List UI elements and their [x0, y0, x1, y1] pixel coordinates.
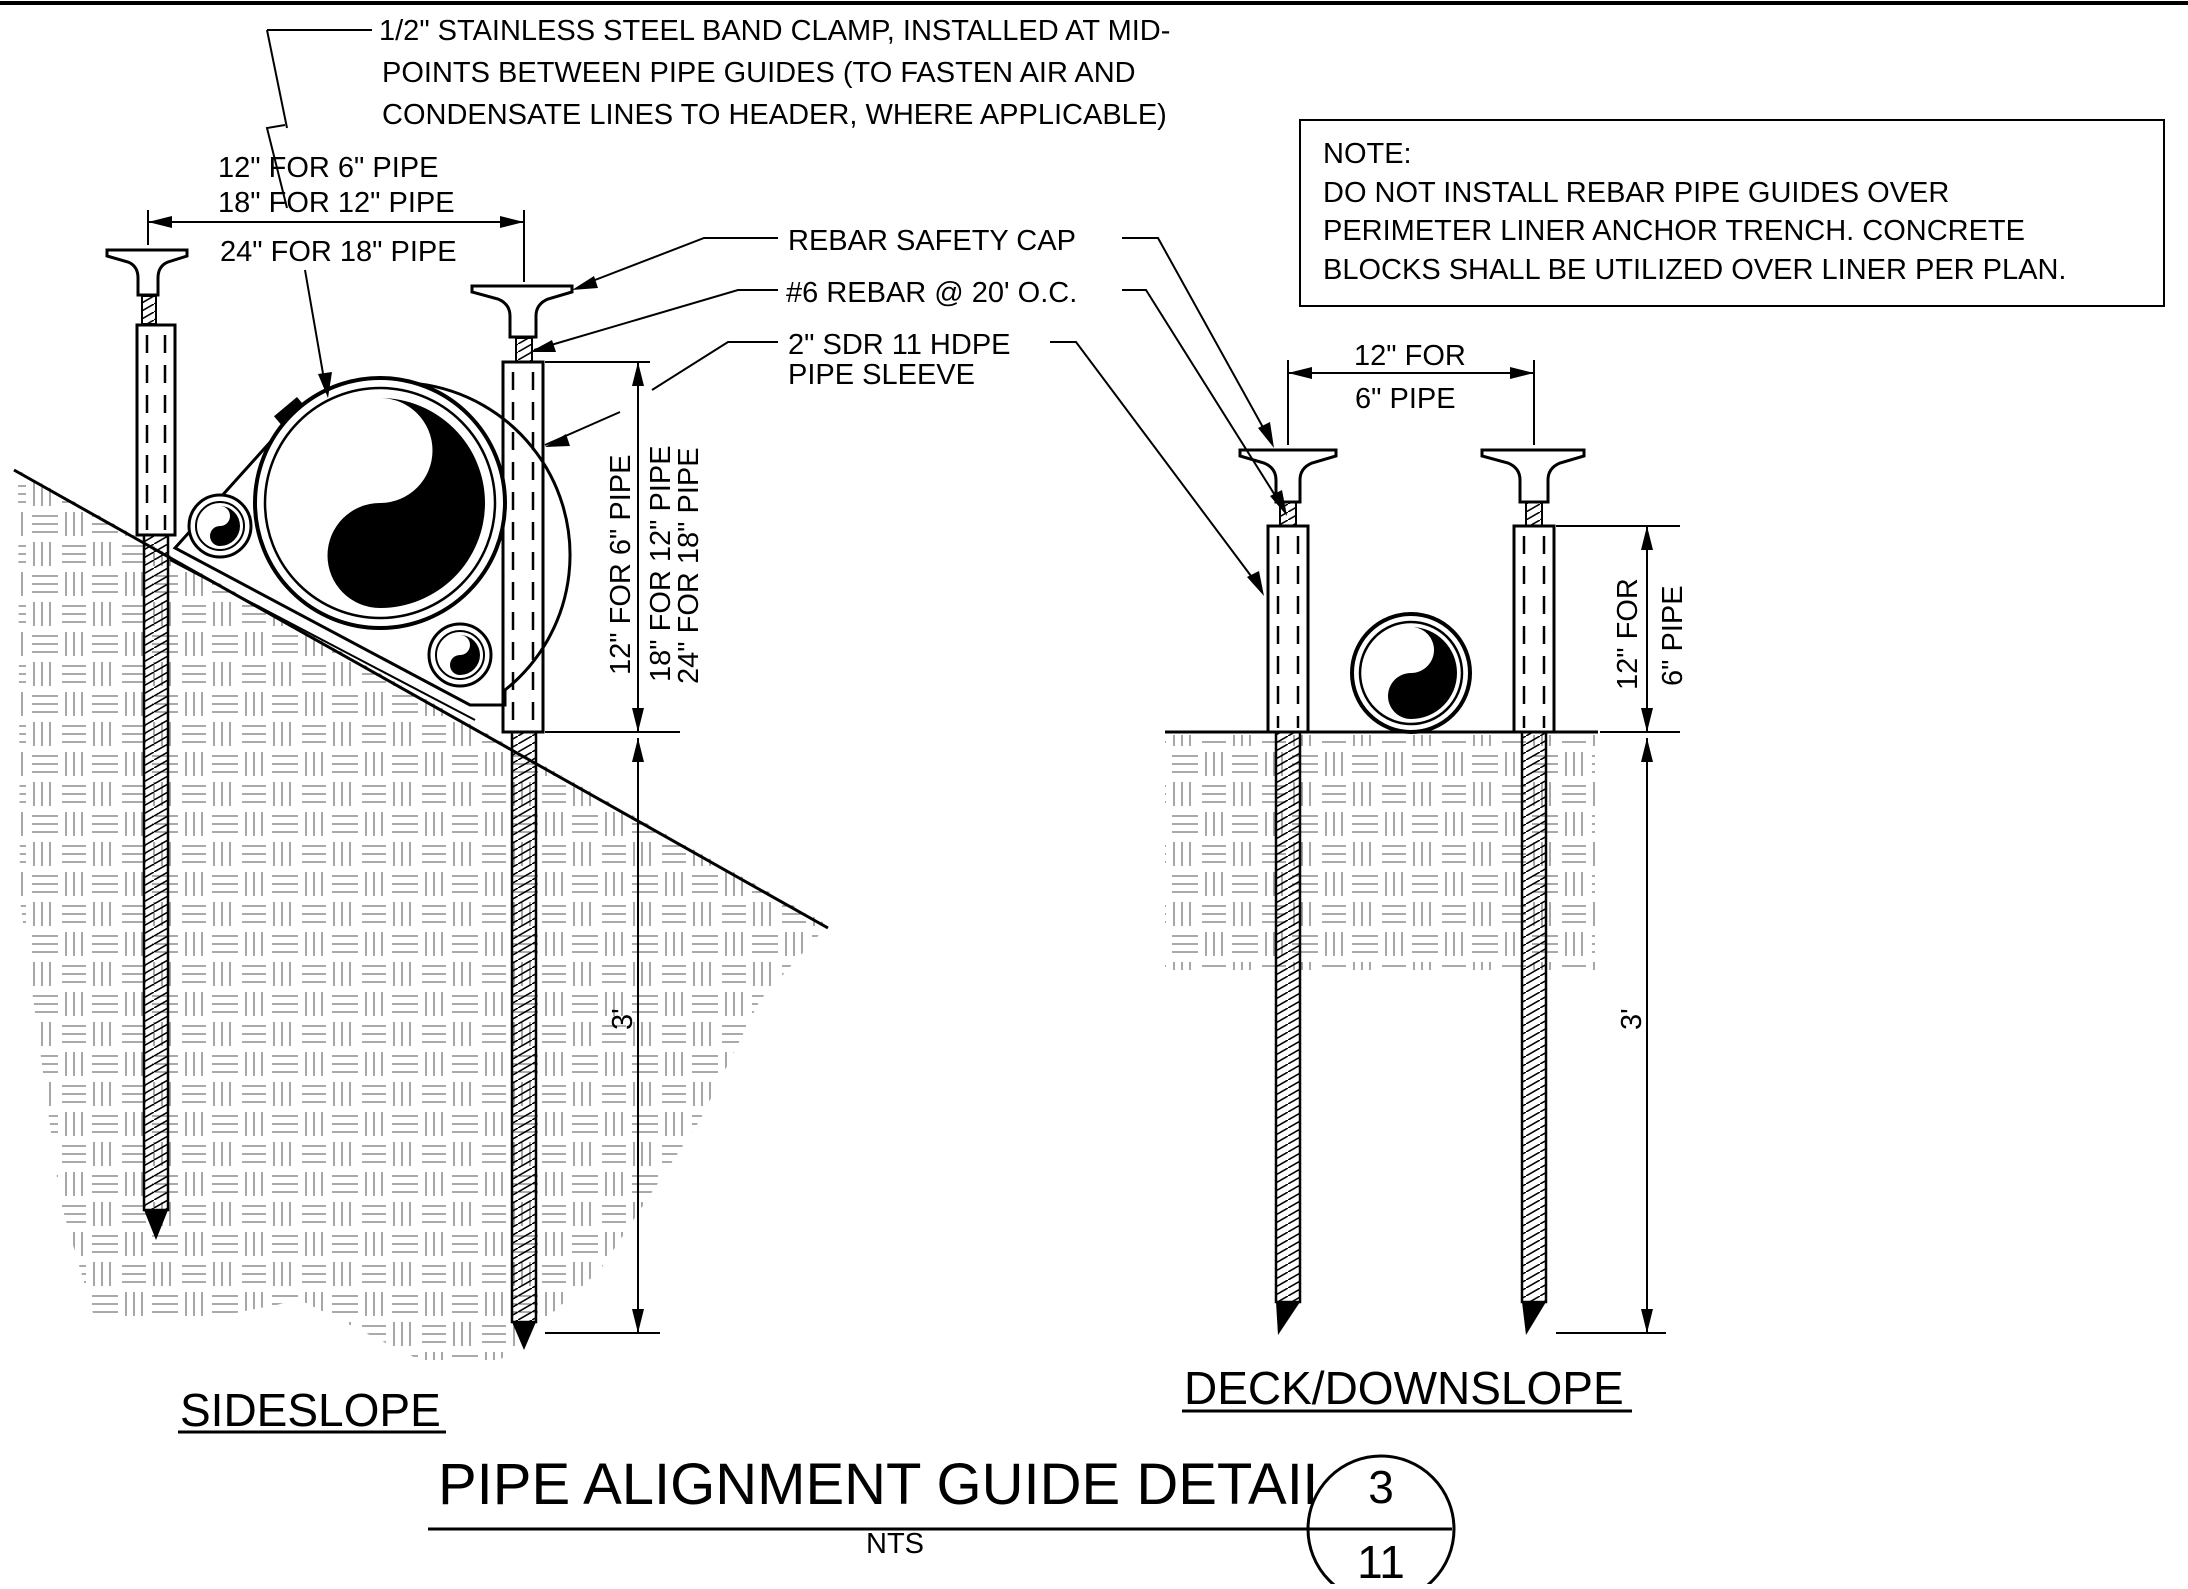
pipe-sleeve-left [135, 323, 177, 537]
deck-embed-depth-label: 3' [1616, 1008, 1648, 1030]
sideslope-label: SIDESLOPE [180, 1384, 441, 1436]
clamp-note-line-2: POINTS BETWEEN PIPE GUIDES (TO FASTEN AI… [382, 57, 1136, 89]
rebar-left [142, 533, 170, 1212]
deck-rebar-left [1274, 730, 1302, 1304]
right-rebar-guide [470, 284, 574, 1350]
scale-label: NTS [866, 1528, 924, 1560]
safety-cap-right [470, 284, 574, 339]
pipe-sleeve-right [501, 360, 545, 734]
deck-pipe-inner [1358, 620, 1464, 726]
deck-safety-cap-left [1238, 448, 1338, 504]
spacing-dim-18in: 24" FOR 18" PIPE [220, 236, 457, 268]
height-dim-18in: 24" FOR 18" PIPE [673, 447, 705, 684]
safety-cap-left [105, 248, 189, 297]
deck-pipe-yinyang [1388, 627, 1457, 719]
rebar-right [510, 730, 538, 1324]
callout-rebar: #6 REBAR @ 20' O.C. [786, 277, 1077, 309]
sheet-number: 11 [1357, 1536, 1405, 1584]
callout-sleeve-2: PIPE SLEEVE [788, 359, 975, 391]
clamp-note-line-1: 1/2" STAINLESS STEEL BAND CLAMP, INSTALL… [379, 15, 1170, 47]
rebar-right-tip [512, 1322, 536, 1350]
detail-number: 3 [1368, 1461, 1394, 1513]
note-box-frame [1299, 119, 2165, 307]
clamp-buckle [274, 396, 306, 428]
height-dim-12in: 18" FOR 12" PIPE [645, 445, 677, 682]
deck-right-guide [1480, 448, 1586, 1335]
clamp-note-line-3: CONDENSATE LINES TO HEADER, WHERE APPLIC… [382, 99, 1167, 131]
deck-label: DECK/DOWNSLOPE [1184, 1362, 1624, 1414]
spacing-dim-6in: 12" FOR 6" PIPE [218, 152, 438, 184]
deck-height-dim-1: 12" FOR [1612, 578, 1644, 690]
rebar-left-tip [144, 1210, 168, 1240]
deck-safety-cap-right [1480, 448, 1586, 504]
deck-spacing-dim-1: 12" FOR [1354, 340, 1466, 372]
detail-title: PIPE ALIGNMENT GUIDE DETAIL [438, 1452, 1335, 1517]
note-line-2: PERIMETER LINER ANCHOR TRENCH. CONCRETE [1323, 215, 2025, 247]
spacing-dim-12in: 18" FOR 12" PIPE [218, 187, 455, 219]
callouts: REBAR SAFETY CAP #6 REBAR @ 20' O.C. 2" … [530, 225, 1287, 596]
sideslope-view: 1/2" STAINLESS STEEL BAND CLAMP, INSTALL… [13, 15, 1170, 1436]
note-box: NOTE: DO NOT INSTALL REBAR PIPE GUIDES O… [1299, 119, 2165, 307]
deck-height-dim-2: 6" PIPE [1657, 585, 1689, 686]
sideslope-earth-hatch [18, 470, 828, 1360]
callout-sleeve-1: 2" SDR 11 HDPE [788, 329, 1011, 361]
note-heading: NOTE: [1323, 138, 1412, 170]
callout-safety-cap: REBAR SAFETY CAP [788, 225, 1076, 257]
note-line-3: BLOCKS SHALL BE UTILIZED OVER LINER PER … [1323, 254, 2067, 286]
embed-depth-label: 3' [607, 1008, 639, 1030]
pipe-bundle [169, 376, 572, 721]
title-block: PIPE ALIGNMENT GUIDE DETAIL NTS 3 11 [428, 1452, 1456, 1589]
header-pipe-yinyang [327, 398, 485, 608]
deck-rebar-right [1520, 730, 1548, 1304]
height-dim-6in: 12" FOR 6" PIPE [605, 455, 637, 675]
deck-left-guide [1238, 448, 1338, 1335]
deck-view: 12" FOR 6" PIPE 12" FOR 6" PIPE 3' DECK/… [1165, 340, 1689, 1414]
deck-spacing-dim-2: 6" PIPE [1355, 383, 1456, 415]
note-line-1: DO NOT INSTALL REBAR PIPE GUIDES OVER [1323, 177, 1949, 209]
left-rebar-guide [105, 248, 189, 1240]
